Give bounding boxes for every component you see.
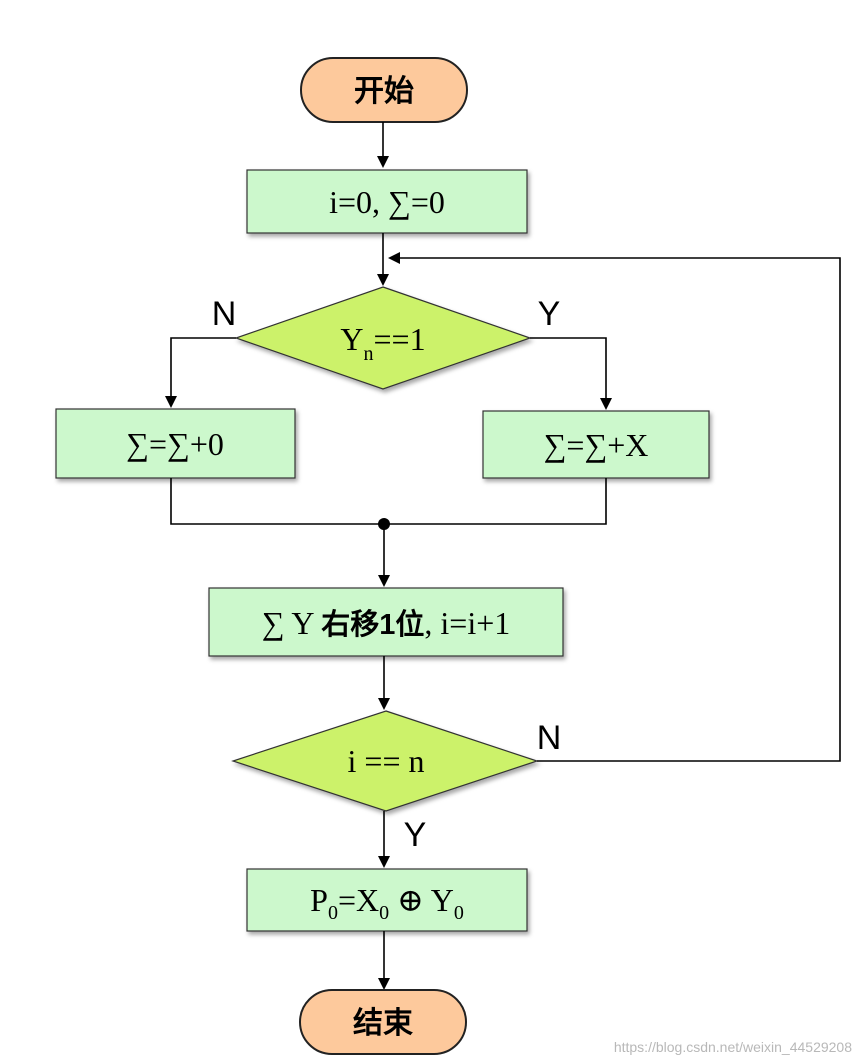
yes-label-cond1: Y	[538, 295, 561, 333]
result-label: P0=X0 ⊕ Y0	[310, 882, 464, 924]
decision-i-eq-n	[231, 710, 539, 812]
start-label: 开始	[354, 75, 414, 108]
no-label-cond1: N	[212, 295, 237, 333]
left-op-box	[55, 408, 296, 479]
end-label: 结束	[353, 1007, 413, 1040]
shift-box	[208, 587, 564, 657]
end-terminal: 结束	[299, 989, 467, 1055]
right-op-box	[482, 410, 710, 479]
start-terminal: 开始	[300, 57, 468, 123]
left-op-label: ∑=∑+0	[126, 426, 224, 462]
watermark: https://blog.csdn.net/weixin_44529208	[614, 1039, 852, 1055]
cond2-label: i == n	[348, 743, 425, 779]
decision-yn	[234, 286, 532, 390]
shift-label: ∑ Y 右移1位, i=i+1	[262, 605, 511, 641]
init-box	[246, 169, 528, 234]
arrow-loop-back	[388, 252, 841, 762]
no-label-cond2: N	[537, 719, 562, 757]
merge-line	[170, 478, 607, 525]
result-box	[246, 868, 528, 932]
yes-label-cond2: Y	[404, 816, 427, 854]
arrow-no-branch	[165, 337, 236, 408]
arrow-yes-branch	[530, 337, 612, 410]
init-label: i=0, ∑=0	[329, 184, 445, 220]
right-op-label: ∑=∑+X	[544, 427, 649, 463]
cond1-label: Yn==1	[340, 321, 425, 365]
